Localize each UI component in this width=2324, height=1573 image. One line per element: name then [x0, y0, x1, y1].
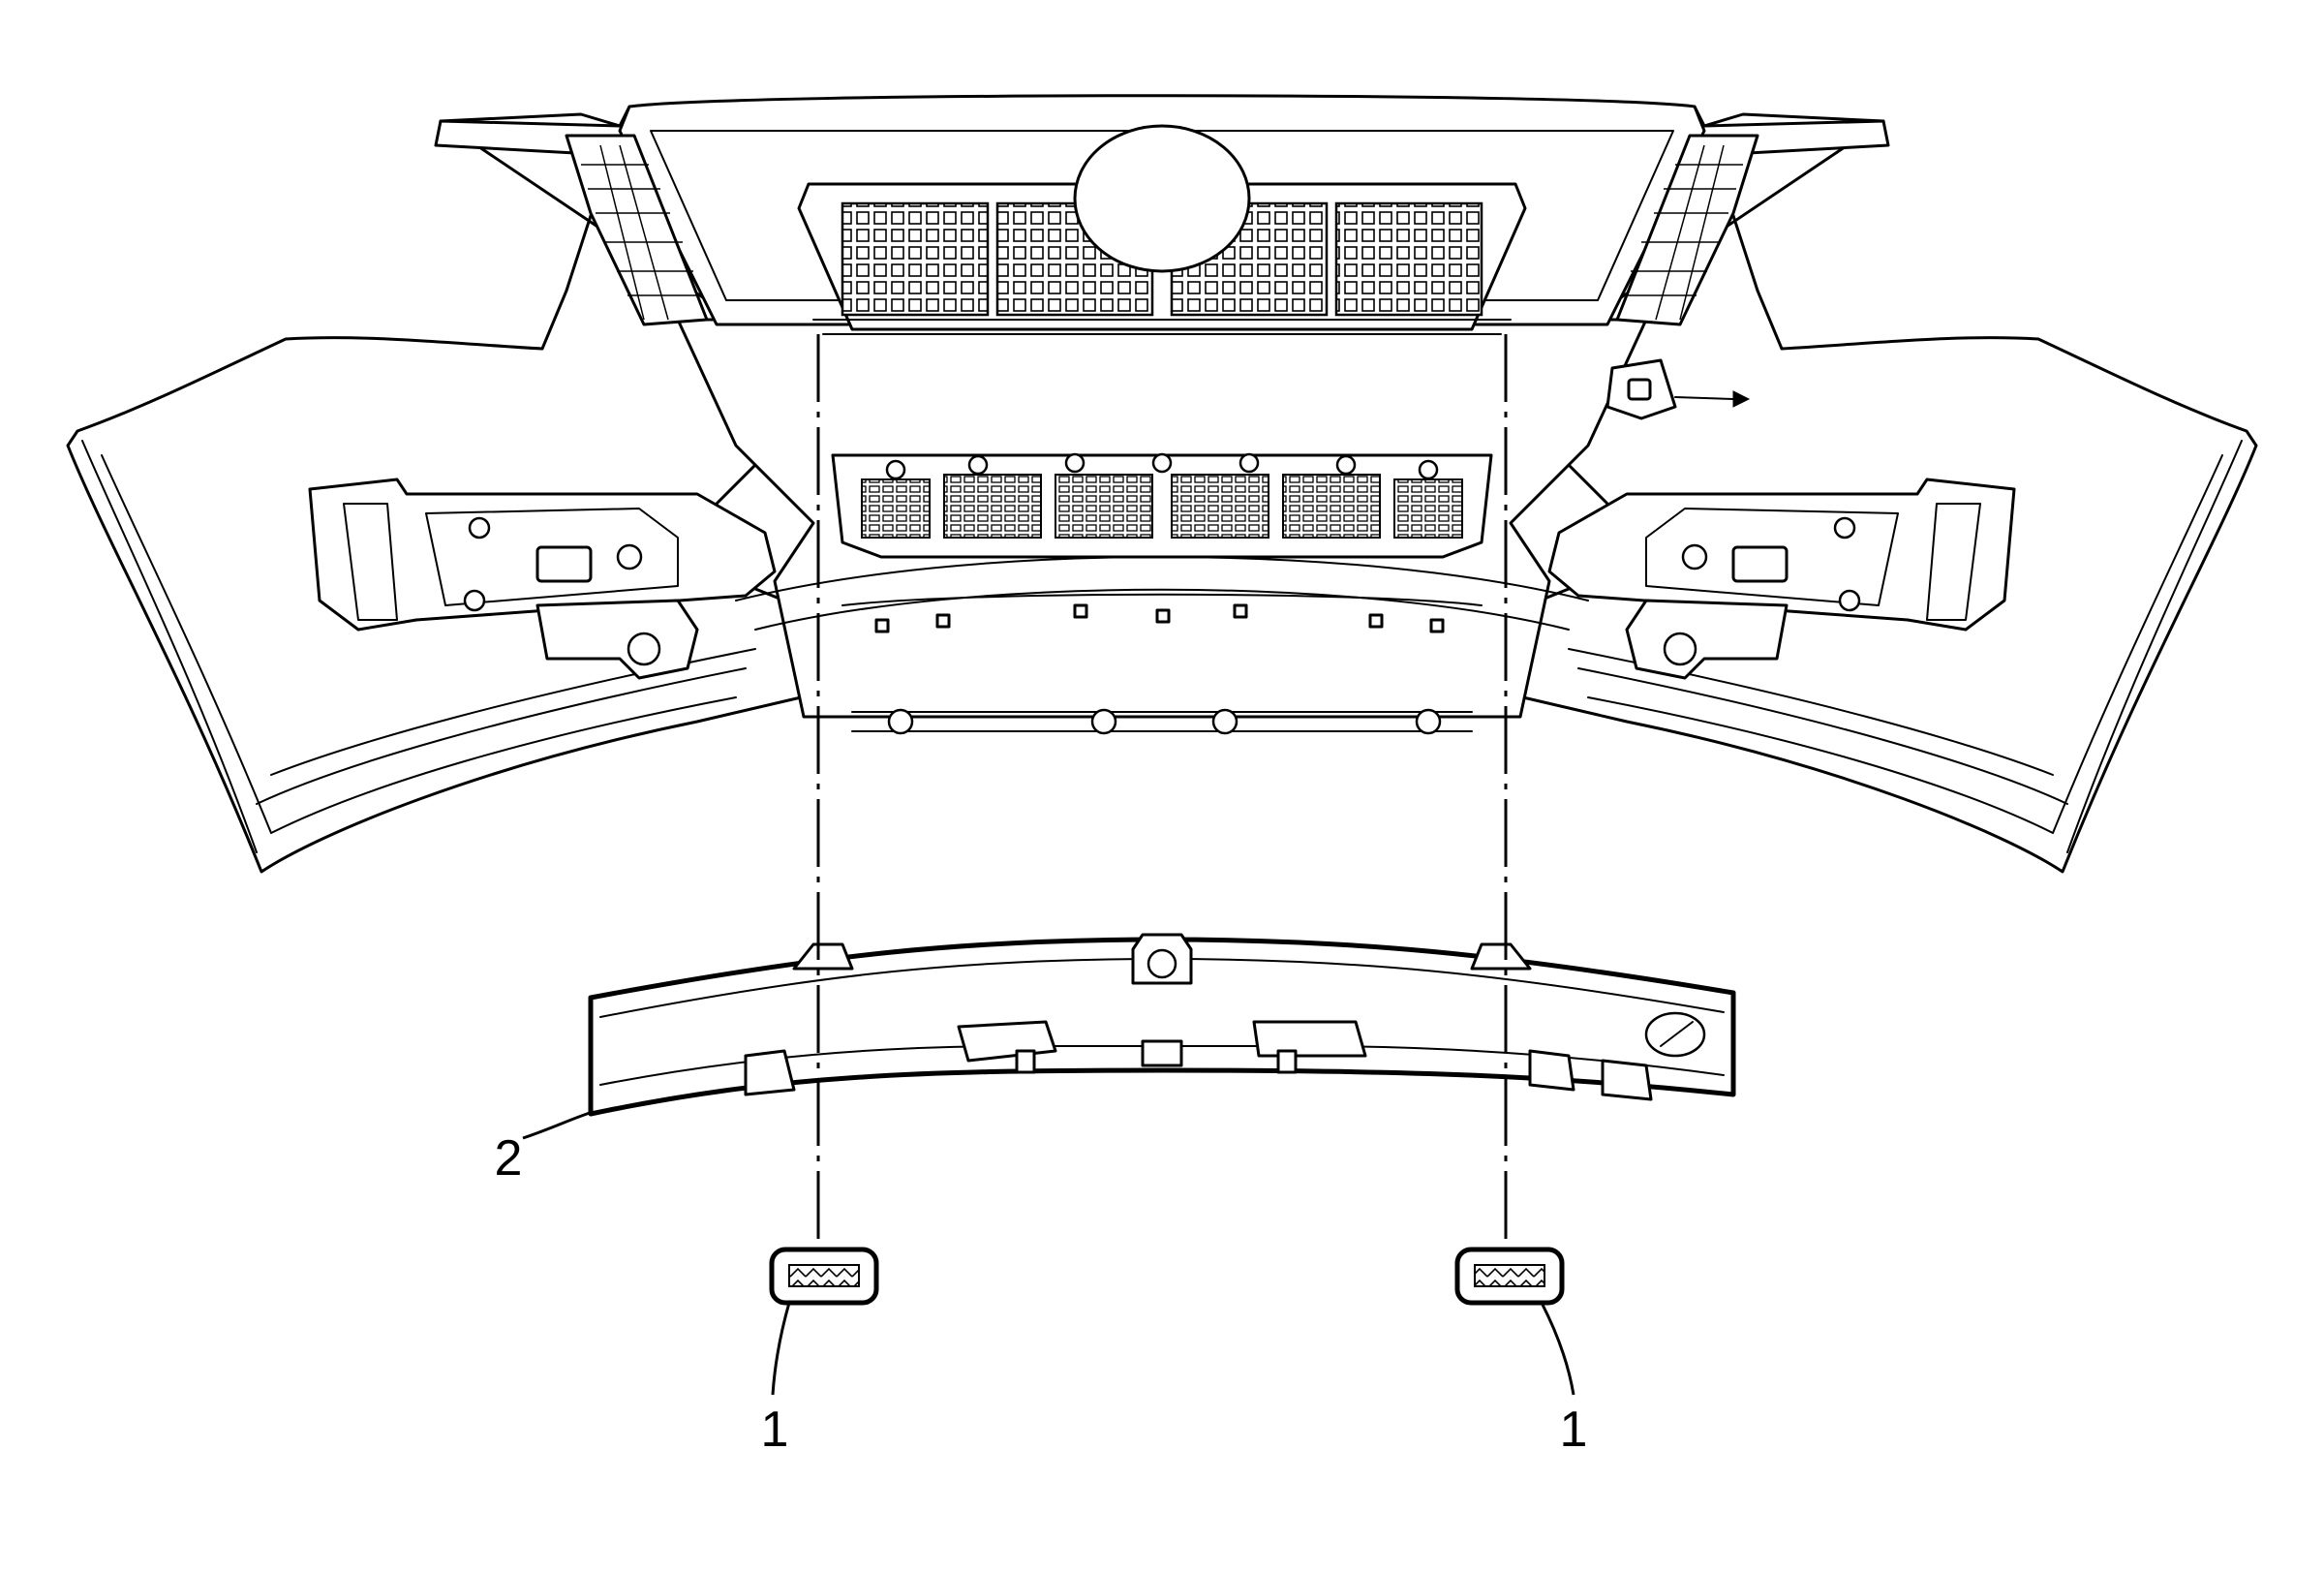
callout-leaders: [522, 1110, 1575, 1396]
lower-grille-cell-2: [943, 474, 1042, 539]
leader-item1-left: [771, 1302, 791, 1396]
fascia-left-wing-edge: [81, 440, 737, 853]
fastener-left: [769, 1247, 879, 1306]
under-tray-clips: [874, 603, 1445, 633]
energy-absorber-center-boss: [1131, 933, 1193, 985]
callout-item1-right: 1: [1560, 1402, 1588, 1458]
energy-absorber-notches: [792, 942, 1532, 971]
grille-mesh-right-outer: [1334, 201, 1483, 317]
grille-lower-flange: [812, 319, 1512, 335]
alignment-centerlines: [816, 334, 1508, 1245]
lower-grille-cell-1: [861, 478, 931, 539]
lower-grille-cell-6: [1393, 478, 1463, 539]
under-tray: [841, 593, 1483, 735]
leader-item2: [522, 1110, 594, 1140]
callout-item2: 2: [495, 1130, 523, 1187]
right-side-bracket: [1615, 134, 1759, 326]
emblem-opening: [1073, 124, 1251, 273]
lower-grille-cell-3: [1055, 474, 1153, 539]
leader-item1-right: [1540, 1302, 1575, 1396]
under-tray-fasteners: [887, 708, 1442, 735]
fascia-right-wing-edge: [1587, 440, 2243, 853]
lower-grille-cell-4: [1171, 474, 1269, 539]
energy-absorber-body: [588, 937, 1736, 1117]
grille-surround-inner: [650, 130, 1674, 301]
left-fog-lamp-housing: [308, 478, 777, 680]
left-side-bracket: [565, 134, 709, 326]
right-fog-lamp-housing: [1547, 478, 2016, 680]
upper-grille-assembly: [618, 94, 1706, 335]
grille-mesh-left-outer: [841, 201, 990, 317]
lower-grille-bosses: [885, 452, 1439, 480]
callout-item1-left: 1: [761, 1402, 789, 1458]
fastener-right: [1454, 1247, 1565, 1306]
lower-grille-cell-5: [1282, 474, 1381, 539]
energy-absorber-clips: [1015, 1049, 1298, 1074]
energy-absorber: [588, 933, 1736, 1117]
lower-grille: [831, 452, 1493, 559]
tow-hook-cover: [1605, 358, 1751, 420]
